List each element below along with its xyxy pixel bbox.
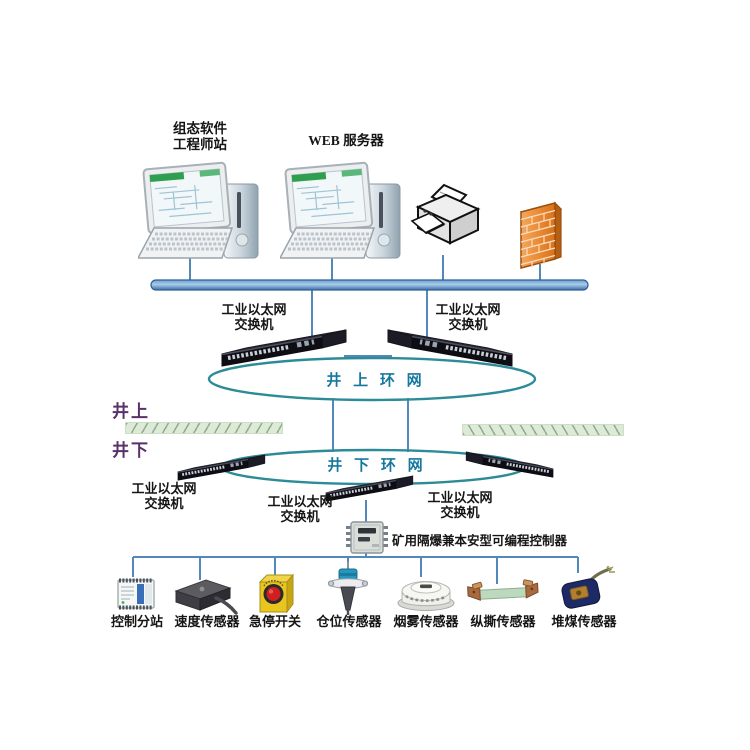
desktop-computer-icon [138,158,266,266]
workstation-label: 组态软件 工程师站 [173,121,227,153]
switch-label-line2: 交换机 [234,316,274,332]
switch-label-line1: 工业以太网 [221,302,287,317]
printer-icon [410,183,488,259]
device-label-bin-level-sensor: 仓位传感器 [316,614,382,629]
ethernet-switch-icon [324,474,415,503]
switch-label-line1: 工业以太网 [435,302,501,317]
underground-zone-label: 井下 [112,441,150,460]
device-label-speed-sensor: 速度传感器 [174,614,240,629]
bin-level-sensor-icon [322,562,374,616]
speed-sensor-icon [172,577,242,615]
device-label-control-substation: 控制分站 [110,614,164,629]
switch-label-line2: 交换机 [440,504,480,520]
switch-label-line1: 工业以太网 [131,481,197,496]
device-label-smoke-sensor: 烟雾传感器 [393,614,459,629]
surface-ring-label: 井 上 环 网 [326,373,426,389]
surface-ring-ellipse [207,356,537,402]
web-server-label: WEB 服务器 [308,133,384,148]
smoke-sensor-icon [394,574,458,612]
control-substation-icon [114,574,158,614]
desktop-computer-icon [280,158,408,266]
surface-bus-bar [150,279,589,291]
switch-label-line2: 交换机 [144,495,184,511]
workstation-label-line2: 工程师站 [173,137,227,152]
switch-label-underground-center: 工业以太网 交换机 [267,494,333,524]
device-label-coal-pile-sensor: 堆煤传感器 [551,614,617,629]
switch-label-line1: 工业以太网 [427,490,493,505]
switch-label-surface-left: 工业以太网 交换机 [221,302,287,332]
workstation-label-line1: 组态软件 [173,121,227,136]
switch-label-underground-left: 工业以太网 交换机 [131,481,197,511]
emergency-stop-icon [252,572,298,616]
underground-ring-label: 井 下 环 网 [327,458,427,474]
plc-label: 矿用隔爆兼本安型可编程控制器 [392,534,568,548]
coal-pile-sensor-icon [551,566,615,612]
switch-label-underground-right: 工业以太网 交换机 [427,490,493,520]
switch-label-surface-right: 工业以太网 交换机 [435,302,501,332]
ground-hatch-band-left [125,422,283,434]
ground-hatch-band-right [462,424,624,436]
device-label-emergency-stop: 急停开关 [248,614,302,629]
switch-label-line2: 交换机 [448,316,488,332]
surface-zone-label: 井上 [112,402,150,421]
switch-label-line1: 工业以太网 [267,494,333,509]
device-label-tear-sensor: 纵撕传感器 [470,614,536,629]
switch-label-line2: 交换机 [280,508,320,524]
tear-sensor-icon [465,578,541,608]
firewall-brick-icon [514,196,568,274]
plc-icon [344,520,390,556]
